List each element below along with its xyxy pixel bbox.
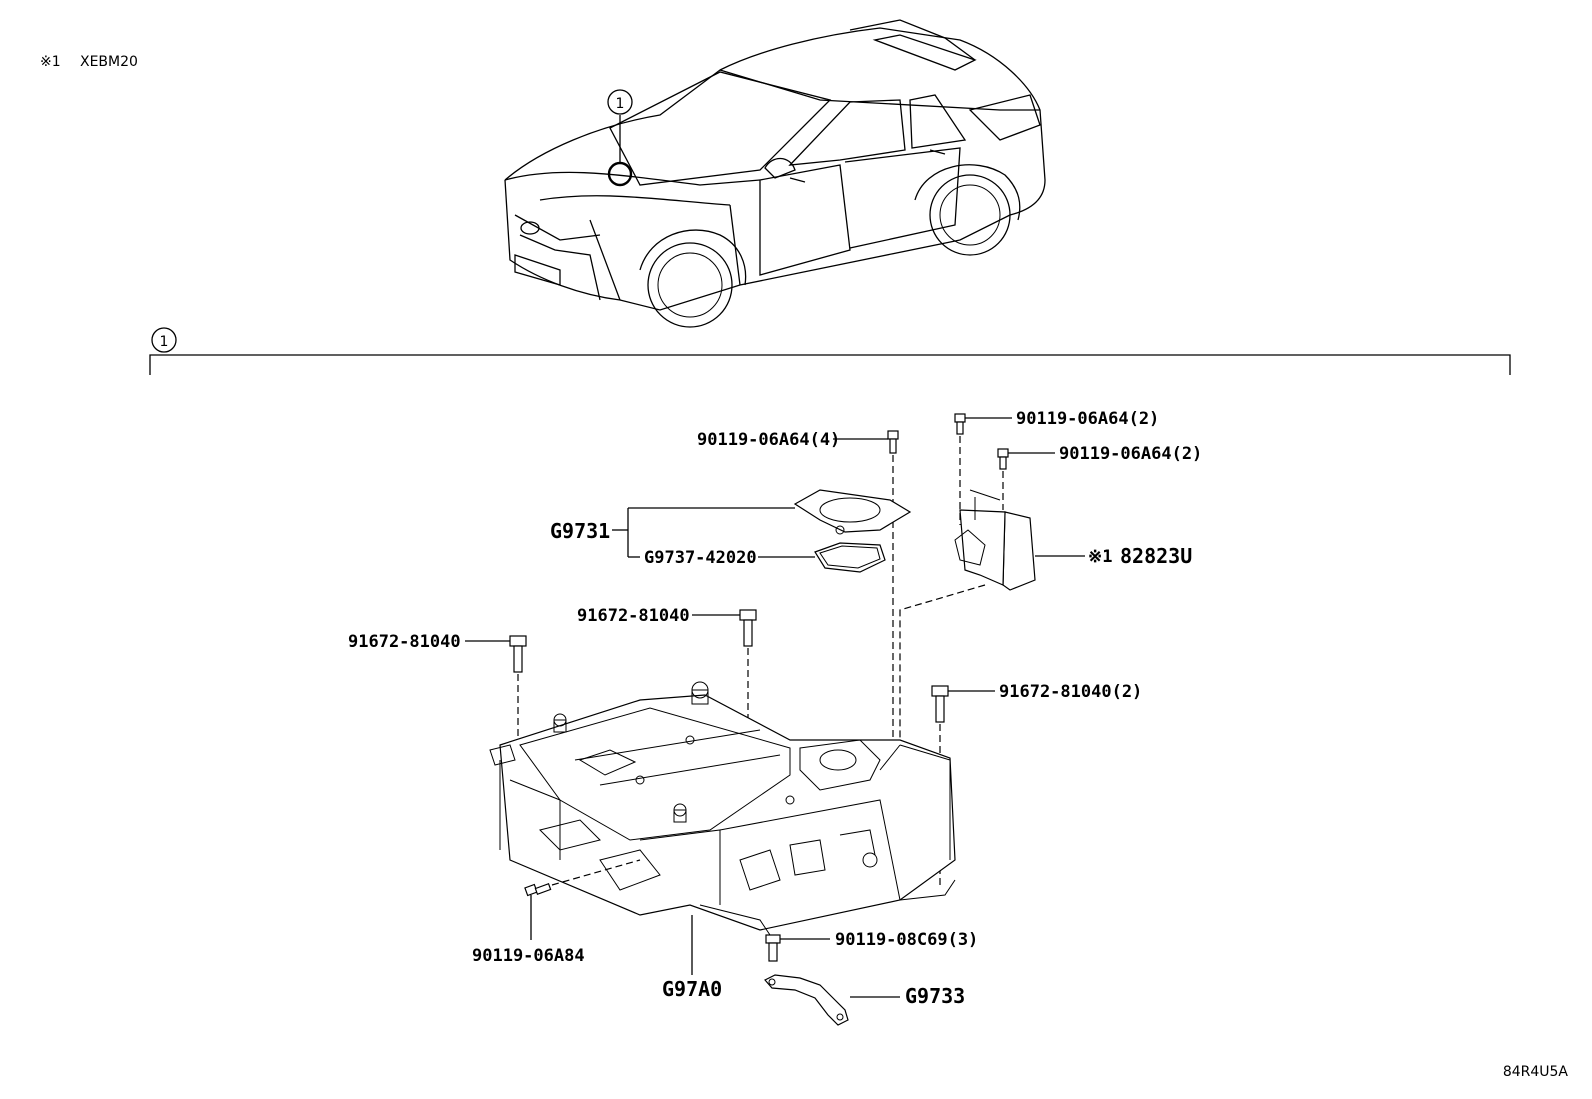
label-bolt-right-top: 90119-06A64(2) (1016, 409, 1159, 429)
label-sensor-mark: ※1 (1088, 547, 1112, 567)
note-model-code: XEBM20 (80, 54, 138, 70)
callout-circle-vehicle (607, 89, 633, 115)
assembly-bracket-line (149, 354, 1511, 375)
bolt-left-icon (509, 635, 527, 673)
inverter-assembly-part (489, 681, 956, 936)
figure-code: 84R4U5A (1503, 1064, 1569, 1080)
bolt-bottom-left-icon (524, 883, 552, 897)
bolt-bottom-icon (765, 934, 781, 962)
callout-circle-assembly (151, 327, 177, 353)
callout-number-vehicle: 1 (616, 96, 625, 112)
label-bolt-center: 91672-81040 (577, 606, 690, 626)
gasket-part (814, 542, 886, 573)
label-bolt-bottom: 90119-08C69(3) (835, 930, 978, 950)
bracket-part (764, 974, 849, 1026)
label-bracket: G9733 (905, 984, 965, 1008)
label-gasket: G9737-42020 (644, 548, 757, 568)
sensor-part (954, 489, 1036, 591)
note-mark: ※1 (40, 54, 61, 70)
bolt-right-icon (931, 685, 949, 723)
bolt-right-second-icon (997, 448, 1009, 470)
label-g9731: G9731 (550, 519, 610, 543)
bolt-top-icon (887, 430, 899, 454)
label-inverter: G97A0 (662, 977, 722, 1001)
bolt-right-top-icon (954, 413, 966, 435)
label-sensor: 82823U (1120, 544, 1192, 568)
bolt-center-icon (739, 609, 757, 647)
vehicle-illustration: 1 (504, 19, 1046, 328)
label-bolt-top: 90119-06A64(4) (697, 430, 840, 450)
label-bolt-left: 91672-81040 (348, 632, 461, 652)
location-marker (607, 161, 633, 187)
label-bolt-bottom-left: 90119-06A84 (472, 946, 585, 966)
label-bolt-right: 91672-81040(2) (999, 682, 1142, 702)
cover-plate-part (793, 489, 912, 535)
callout-number-assembly: 1 (160, 334, 169, 350)
label-bolt-right-second: 90119-06A64(2) (1059, 444, 1202, 464)
